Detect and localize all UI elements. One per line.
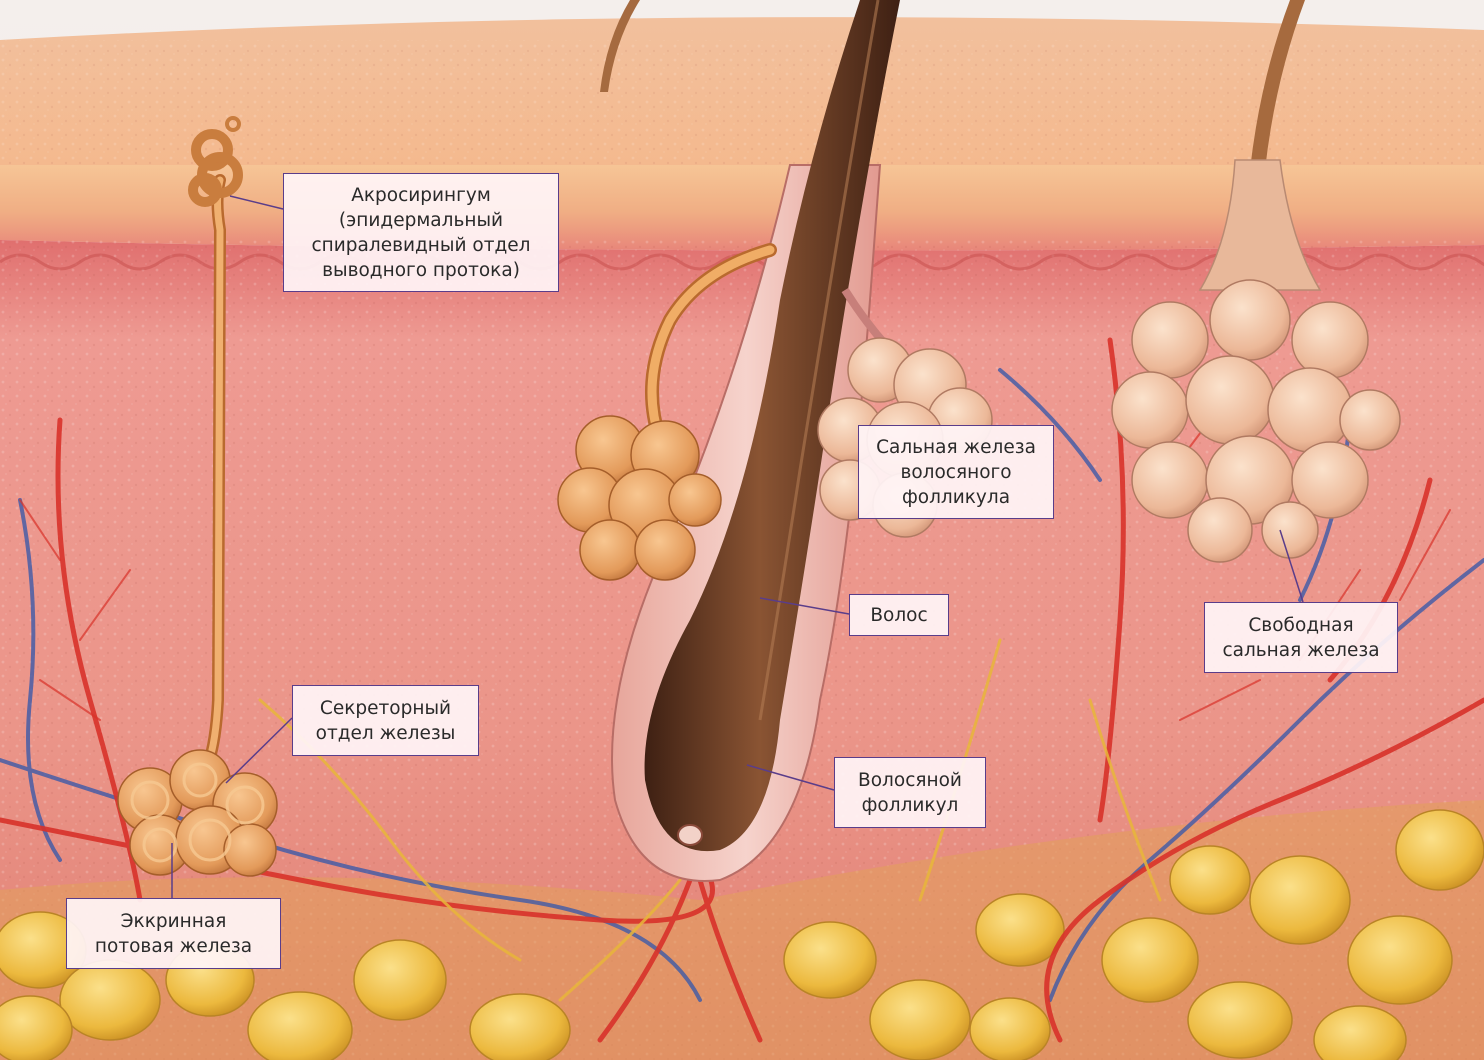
label-follicle-line-1: Волосяной (858, 769, 962, 791)
hair-follicle (611, 0, 900, 882)
fat-layer (0, 800, 1484, 1060)
label-hair-line-1: Волос (870, 604, 928, 626)
label-acrosyringium-line-2: (эпидермальный (338, 209, 504, 231)
label-acrosyringium-line-1: Акросирингум (351, 184, 491, 206)
label-acrosyringium-line-3: спиралевидный отдел (311, 234, 531, 256)
label-acrosyringium: Акросирингум (эпидермальный спиралевидны… (283, 173, 559, 292)
label-acrosyringium-line-4: выводного протока) (322, 259, 520, 281)
free-sebaceous-gland (1111, 0, 1401, 563)
label-eccrine-line-2: потовая железа (94, 935, 253, 957)
label-follicle-line-2: фолликул (861, 794, 959, 816)
label-hair: Волос (849, 594, 949, 636)
eccrine-gland (117, 116, 278, 877)
leader-acrosyringium (229, 195, 284, 210)
label-eccrine-line-1: Эккринная (120, 910, 227, 932)
label-sebaceous-follicle: Сальная железа волосяного фолликула (858, 425, 1054, 519)
label-secretory-line-2: отдел железы (315, 722, 456, 744)
leader-secretory (225, 717, 293, 784)
label-sebaceous-follicle-line-1: Сальная железа (876, 436, 1036, 458)
label-eccrine: Эккринная потовая железа (66, 898, 281, 969)
label-free-sebaceous-line-2: сальная железа (1222, 639, 1380, 661)
leader-follicle (746, 764, 835, 791)
label-free-sebaceous-line-1: Свободная (1248, 614, 1354, 636)
label-follicle: Волосяной фолликул (834, 757, 986, 828)
label-free-sebaceous: Свободная сальная железа (1204, 602, 1398, 673)
apocrine-coil (557, 243, 777, 581)
leader-lines (171, 195, 1304, 898)
label-secretory-line-1: Секреторный (319, 697, 452, 719)
label-secretory: Секреторный отдел железы (292, 685, 479, 756)
leader-free-sebaceous (1279, 529, 1304, 603)
label-sebaceous-follicle-line-2: волосяного (900, 461, 1012, 483)
label-sebaceous-follicle-line-3: фолликула (901, 486, 1011, 508)
leader-hair (759, 597, 850, 615)
